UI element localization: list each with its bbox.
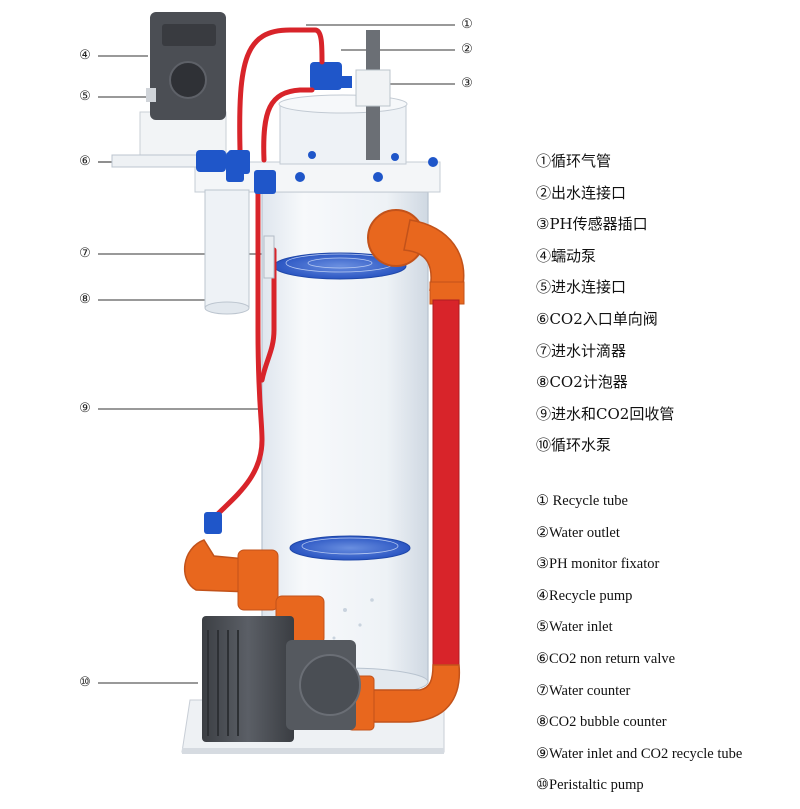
legend-item: ④蠕动泵 xyxy=(536,246,597,265)
callout-number: ⑩ xyxy=(79,675,91,690)
blue-fittings xyxy=(204,150,276,534)
legend-item: ②出水连接口 xyxy=(536,183,627,202)
legend-item: ②Water outlet xyxy=(536,524,620,541)
callout-number: ⑧ xyxy=(79,292,91,307)
legend-item: ⑩Peristaltic pump xyxy=(536,777,644,794)
legend-chinese: ①循环气管 ②出水连接口 ③PH传感器插口 ④蠕动泵 ⑤进水连接口 ⑥CO2入口… xyxy=(536,150,674,466)
callout-number: ⑦ xyxy=(79,246,91,261)
legend-item: ⑥CO2 non return valve xyxy=(536,650,676,667)
legend-item: ③PH monitor fixator xyxy=(536,556,660,573)
legend-item: ⑤Water inlet xyxy=(536,619,613,636)
legend-item: ⑧CO2计泡器 xyxy=(536,373,628,392)
callout-number: ⑤ xyxy=(79,89,91,104)
legend-item: ⑥CO2入口单向阀 xyxy=(536,309,658,328)
legend-item: ⑦进水计滴器 xyxy=(536,341,627,360)
ph-monitor-fixator xyxy=(355,30,391,160)
callout-number: ② xyxy=(461,42,473,57)
callout-number: ① xyxy=(461,17,473,32)
callout-number: ③ xyxy=(461,76,473,91)
legend-item: ⑩循环水泵 xyxy=(536,436,612,455)
legend-item: ⑧CO2 bubble counter xyxy=(536,714,667,731)
callout-number: ④ xyxy=(79,48,91,63)
legend-item: ⑨Water inlet and CO2 recycle tube xyxy=(536,745,743,762)
peristaltic-pump-icon xyxy=(139,12,227,163)
red-tubes xyxy=(209,27,325,523)
legend-item: ⑤进水连接口 xyxy=(536,278,627,297)
legend-item: ⑨进水和CO2回收管 xyxy=(536,404,675,423)
orange-pipes xyxy=(183,209,465,731)
water-counter xyxy=(263,235,275,279)
legend-english: ① Recycle tube ②Water outlet ③PH monitor… xyxy=(536,493,742,809)
callout-lines xyxy=(98,24,455,684)
legend-item: ①循环气管 xyxy=(536,152,612,170)
legend-item: ④Recycle pump xyxy=(536,587,633,604)
callout-number: ⑨ xyxy=(79,401,91,416)
legend-item: ③PH传感器插口 xyxy=(536,215,648,234)
co2-bubble-counter xyxy=(204,189,250,315)
circulation-pump-icon xyxy=(202,616,361,742)
legend-item: ① Recycle tube xyxy=(536,493,628,509)
water-outlet xyxy=(310,62,352,90)
legend-item: ⑦Water counter xyxy=(536,682,631,699)
callout-number: ⑥ xyxy=(79,154,91,169)
